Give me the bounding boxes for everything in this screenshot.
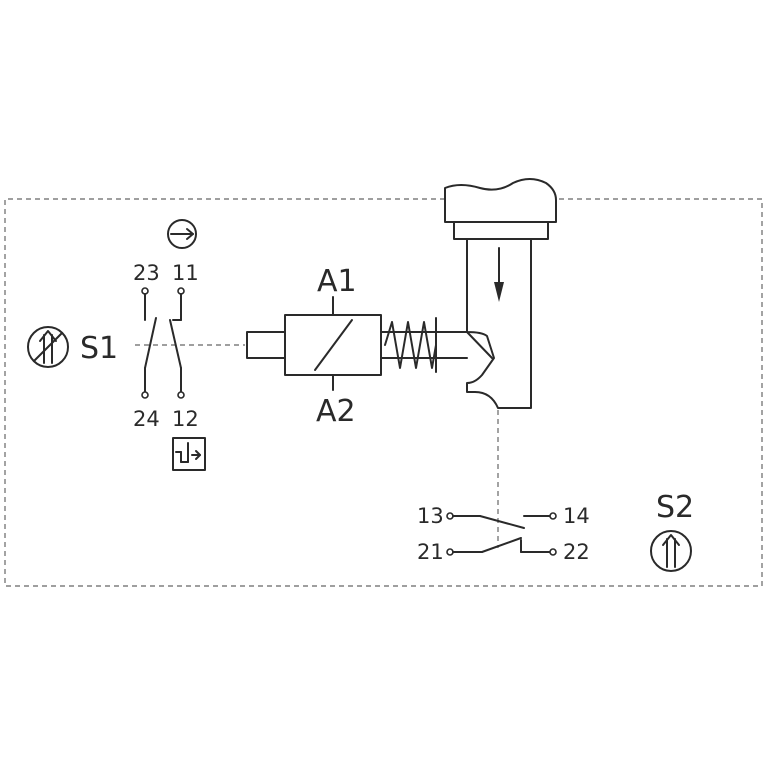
s2-terminal-14: 14 xyxy=(563,504,590,528)
push-actuator-icon xyxy=(650,530,692,572)
spring xyxy=(380,317,468,373)
actuator-head xyxy=(444,178,557,409)
enclosure-border xyxy=(4,198,763,587)
rotation-arrow-icon xyxy=(167,219,197,249)
s1-terminal-24: 24 xyxy=(133,407,160,431)
s2-label: S2 xyxy=(656,490,694,525)
s1-terminal-11: 11 xyxy=(172,261,199,285)
s1-label: S1 xyxy=(80,331,118,366)
no-manual-push-icon xyxy=(27,326,69,368)
s1-contacts xyxy=(141,287,185,399)
s2-contacts xyxy=(446,512,557,556)
s1-terminal-12: 12 xyxy=(172,407,199,431)
solenoid-a2-label: A2 xyxy=(316,394,356,429)
s1-terminal-23: 23 xyxy=(133,261,160,285)
s2-terminal-22: 22 xyxy=(563,540,590,564)
s2-terminal-13: 13 xyxy=(417,504,444,528)
reset-push-icon xyxy=(172,437,206,471)
plunger-rod xyxy=(246,331,286,359)
s2-terminal-21: 21 xyxy=(417,540,444,564)
solenoid-a1-label: A1 xyxy=(317,264,357,299)
solenoid-coil-diagonal xyxy=(314,319,353,371)
